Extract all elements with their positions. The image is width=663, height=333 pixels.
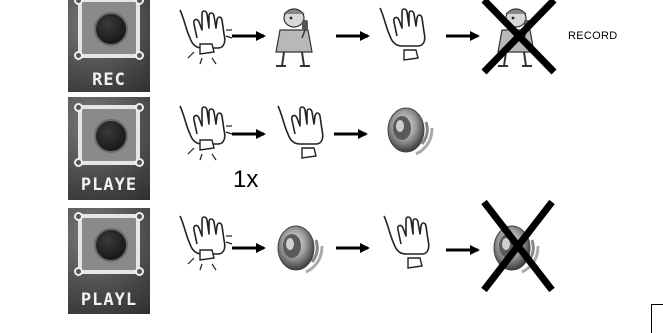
finger-release-icon — [277, 105, 324, 159]
speaker-icon — [386, 106, 434, 156]
playe-button-photo: PLAYE — [68, 97, 150, 200]
play-level-sequence — [179, 199, 555, 293]
tactile-switch-icon — [74, 0, 144, 60]
finger-release-icon — [379, 7, 426, 61]
finger-press-icon — [179, 215, 233, 271]
rec-button-photo: REC — [68, 0, 150, 92]
speaker-icon — [276, 224, 324, 274]
press-count-label: 1x — [233, 166, 259, 193]
record-caption: RECORD — [568, 30, 618, 42]
playl-button-photo: PLAYL — [68, 208, 150, 314]
finger-press-icon — [179, 105, 233, 161]
cross-icon — [481, 0, 557, 75]
finger-press-icon — [179, 9, 233, 65]
record-sequence — [179, 0, 557, 75]
playe-button-label: PLAYE — [80, 175, 138, 195]
cross-icon — [481, 199, 555, 293]
playl-button-label: PLAYL — [80, 290, 138, 310]
person-speaking-icon — [275, 8, 313, 67]
finger-release-icon — [383, 215, 430, 269]
play-edge-sequence — [179, 105, 434, 161]
corner-frame — [651, 304, 663, 333]
rec-button-label: REC — [92, 70, 126, 90]
tactile-switch-icon — [74, 212, 144, 276]
tactile-switch-icon — [74, 103, 144, 167]
